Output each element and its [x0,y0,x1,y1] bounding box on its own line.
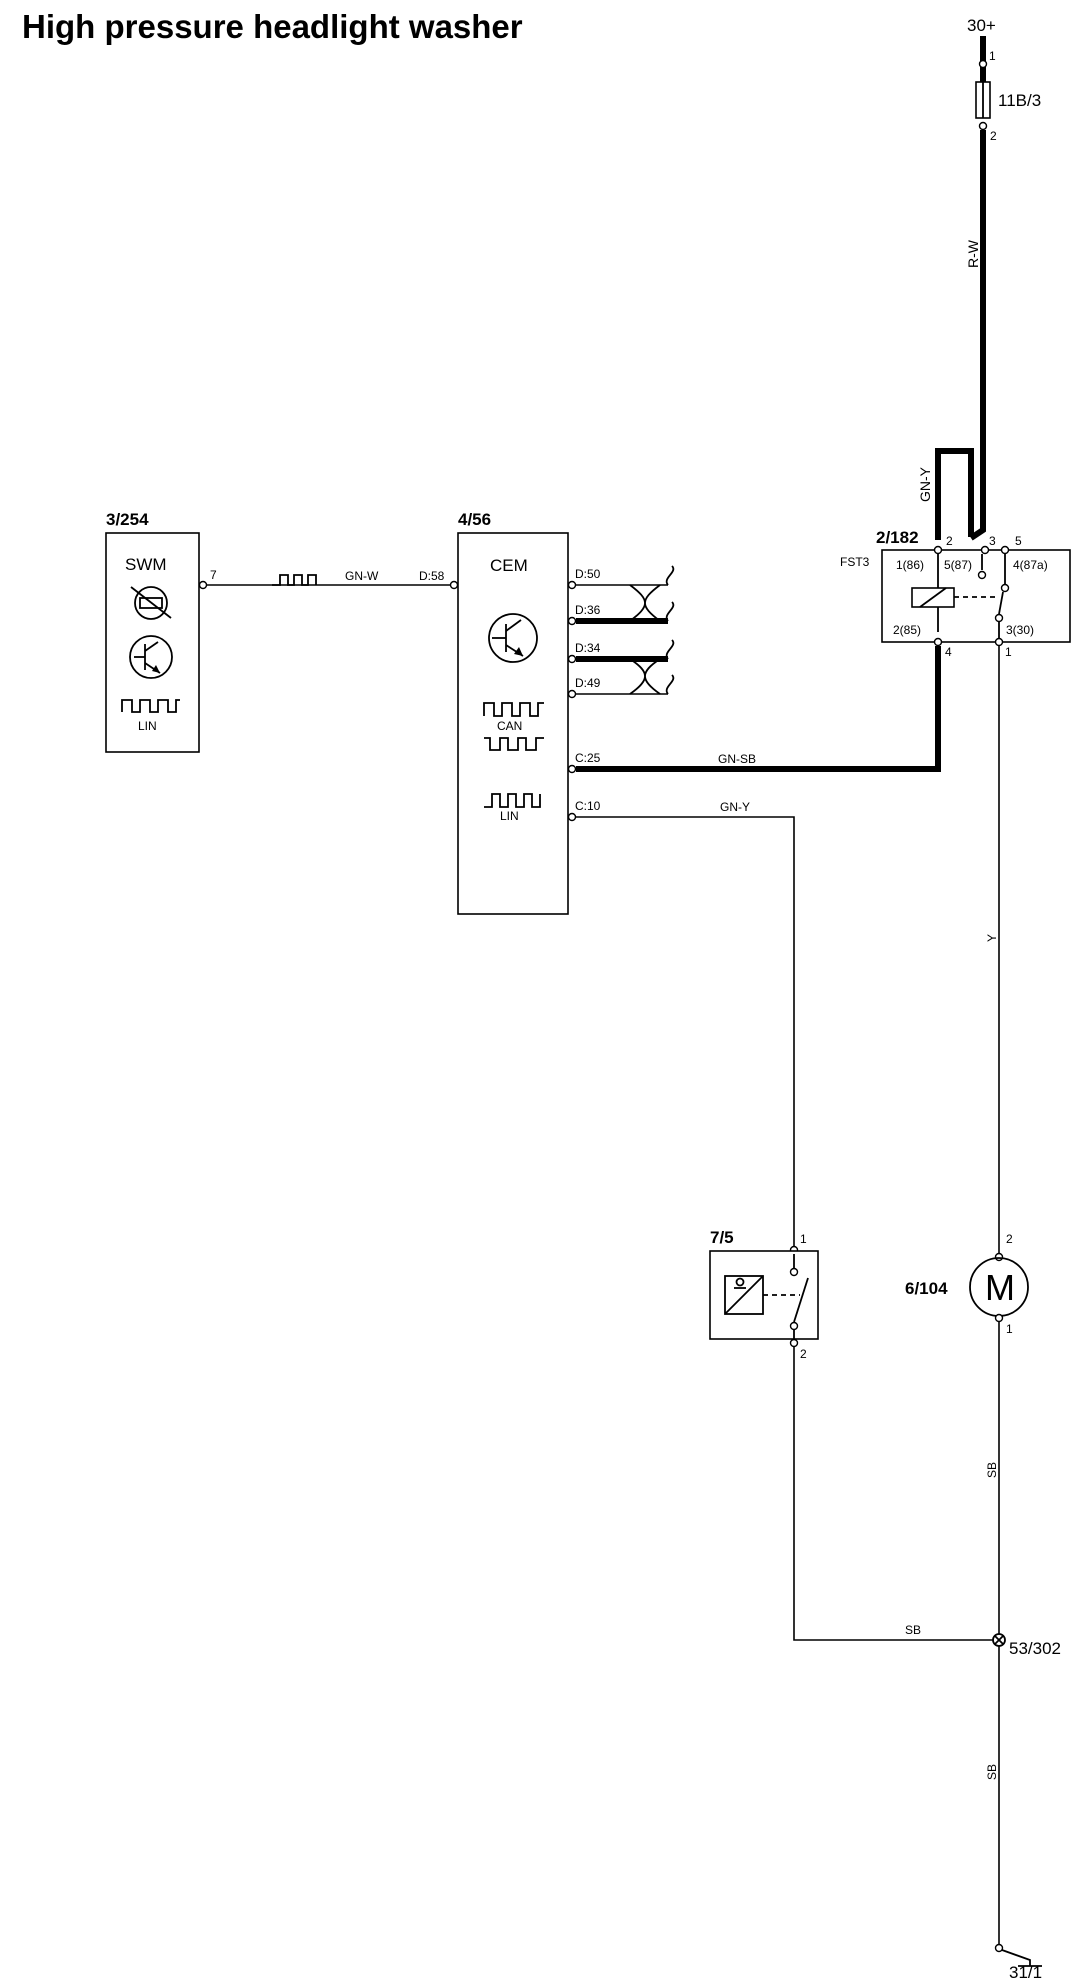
ground-31-1: 31/1 [994,1943,1042,1980]
can-pulse-icon: CAN [483,702,544,751]
wire-label-gn-y: GN-Y [720,800,750,814]
relay-top-pin-5: 5 [1015,534,1022,548]
wire-sb-switch [793,1347,995,1641]
fuse-11b-3: 11B/3 2 [975,81,1041,143]
relay-id: 2/182 [876,528,919,547]
wire-gn-sb [576,646,941,772]
swm-lin-label: LIN [138,719,157,733]
relay-pin-label-86: 1(86) [896,558,924,572]
sensor-id: 7/5 [710,1228,734,1247]
motor-pin-1: 1 [1006,1322,1013,1336]
cem-box [457,532,569,915]
wire-r-w [969,130,986,541]
swm-3-254: 3/254 SWM LIN 7 [105,510,217,753]
fuse-pin-2: 2 [990,129,997,143]
relay-top-pin-3: 3 [989,534,996,548]
splice-53-302: 53/302 [992,1633,1061,1658]
transistor-icon [488,613,538,663]
motor-id: 6/104 [905,1279,948,1298]
relay-pin-label-87: 5(87) [944,558,972,572]
cem-pin-d36: D:36 [575,603,601,617]
motor-6-104: 2 M 6/104 1 [905,1232,1029,1336]
swm-name: SWM [125,555,167,574]
swm-box [105,532,200,753]
relay-top-pin-2: 2 [946,534,953,548]
supply-label: 30+ [967,16,996,35]
wire-gn-y-loop [935,448,974,540]
supply-30-plus: 30+ 1 [967,16,996,84]
wire-label-r-w: R-W [965,239,981,268]
wire-label-gn-sb: GN-SB [718,752,756,766]
lamp-icon [130,586,172,620]
relay-bottom-pin-4: 4 [945,645,952,659]
wire-label-gn-w: GN-W [345,569,379,583]
cem-id: 4/56 [458,510,491,529]
wire-label-sb-motor: SB [985,1462,999,1478]
twisted-pair-can-2 [576,639,675,695]
wire-label-y: Y [985,934,999,942]
cem-4-56: 4/56 CEM D:58 CAN LIN D:50 D: [419,510,601,915]
swm-pin-7: 7 [210,568,217,582]
ground-id: 31/1 [1009,1963,1042,1980]
relay-2-182: 2/182 FST3 2 3 5 1(86) 5(87) 4(87a) 2(85… [840,528,1071,659]
twisted-pair-can-1 [576,565,675,624]
relay-pin-label-85: 2(85) [893,623,921,637]
swm-id: 3/254 [106,510,149,529]
wire-label-sb-ground: SB [985,1764,999,1780]
cem-pin-d58: D:58 [419,569,445,583]
cem-name: CEM [490,556,528,575]
wire-gn-y [576,816,795,1249]
motor-pin-2: 2 [1006,1232,1013,1246]
wire-label-sb-switch: SB [905,1623,921,1637]
supply-pin-1: 1 [989,49,996,63]
relay-pin-label-30: 3(30) [1006,623,1034,637]
wire-label-gn-y-top: GN-Y [917,466,933,502]
splice-id: 53/302 [1009,1639,1061,1658]
fuse-id: 11B/3 [998,91,1041,110]
cem-can-label: CAN [497,719,522,733]
cem-pin-d50: D:50 [575,567,601,581]
gn-w-pulse-icon [272,574,317,586]
ground-icon [1001,1949,1042,1967]
lin-pulse-icon: LIN [484,793,541,823]
cem-lin-label: LIN [500,809,519,823]
sensor-pin-1: 1 [800,1232,807,1246]
relay-pin-label-87a: 4(87a) [1013,558,1048,572]
cem-pin-c10: C:10 [575,799,601,813]
motor-symbol: M [985,1267,1015,1308]
sensor-7-5: 7/5 1 2 [709,1228,819,1361]
sensor-switch-blade [793,1277,809,1323]
lin-pulse-icon: LIN [121,699,180,733]
sensor-pin-2: 2 [800,1347,807,1361]
cem-pin-d34: D:34 [575,641,601,655]
relay-contact-blade [998,591,1004,615]
transistor-icon [129,635,173,679]
relay-bottom-pin-1: 1 [1005,645,1012,659]
cem-pin-c25: C:25 [575,751,601,765]
cem-pin-d49: D:49 [575,676,601,690]
relay-name: FST3 [840,555,870,569]
diagram-title: High pressure headlight washer [22,8,523,45]
